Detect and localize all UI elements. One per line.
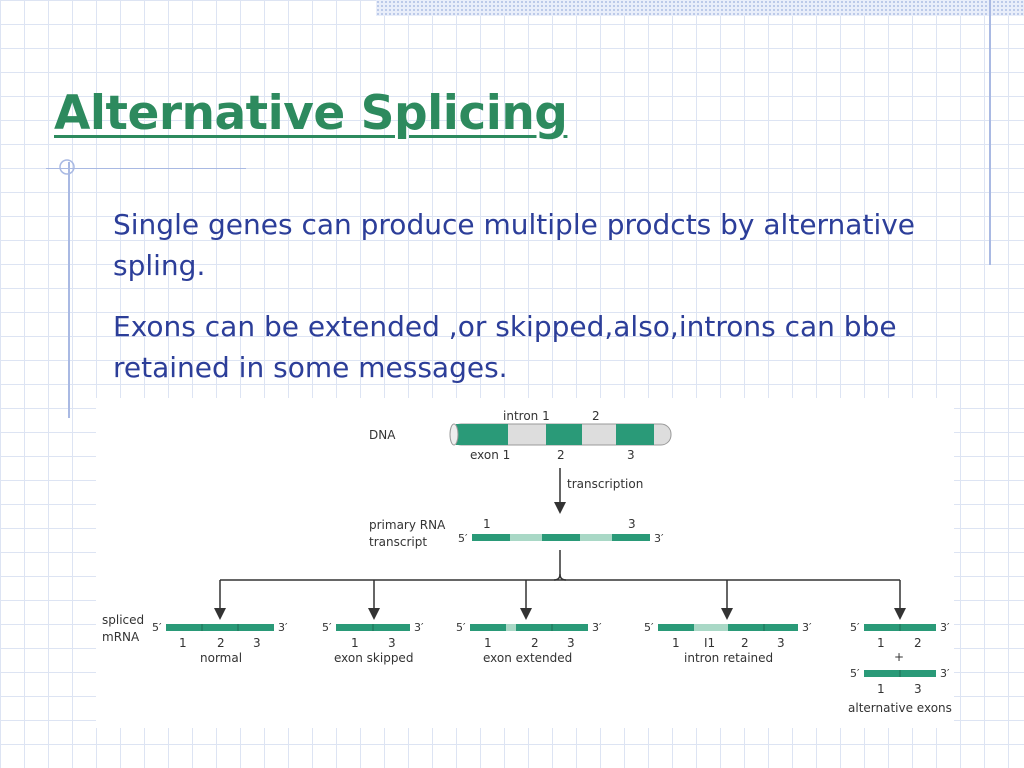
crosshair-ornament — [59, 159, 75, 175]
exon-number: 1 — [877, 682, 885, 696]
variant-exon-skipped: 5′ 3′ 1 3 exon skipped — [322, 621, 424, 665]
dna-label: DNA — [369, 428, 396, 442]
three-prime-label: 3′ — [940, 667, 950, 680]
splicing-diagram-svg: DNA intron 1 2 exon 1 2 3 transcription … — [102, 409, 952, 715]
title-guide-line — [46, 168, 246, 169]
five-prime-label: 5′ — [456, 621, 466, 634]
exon-number: 2 — [217, 636, 225, 650]
three-prime-label: 3′ — [592, 621, 602, 634]
variant-caption: normal — [200, 651, 242, 665]
bullet-list: Single genes can produce multiple prodct… — [113, 204, 993, 408]
three-prime-label: 3′ — [802, 621, 812, 634]
five-prime-label: 5′ — [644, 621, 654, 634]
three-prime-label: 3′ — [278, 621, 288, 634]
branch-connector — [220, 550, 900, 581]
exon-number: 1 — [877, 636, 885, 650]
primary-exon-1: 1 — [483, 517, 491, 531]
exon-label-2: 2 — [557, 448, 565, 462]
spliced-label-2: mRNA — [102, 630, 140, 644]
variant-intron-retained: 5′ 3′ 1 I1 2 3 intron retained — [644, 621, 812, 665]
branch-arrows — [214, 580, 906, 620]
exon-number: 1 — [484, 636, 492, 650]
left-guide-line — [68, 162, 70, 418]
variant-caption: exon extended — [483, 651, 572, 665]
three-prime-label: 3′ — [414, 621, 424, 634]
primary-label-2: transcript — [369, 535, 427, 549]
exon-number: 3 — [914, 682, 922, 696]
right-guide-line — [989, 0, 991, 265]
primary-transcript-bar — [472, 534, 650, 541]
splicing-diagram: DNA intron 1 2 exon 1 2 3 transcription … — [96, 398, 954, 728]
five-prime-label: 5′ — [322, 621, 332, 634]
variant-caption: alternative exons — [848, 701, 952, 715]
variant-exon-extended: 5′ 3′ 1 2 3 exon extended — [456, 621, 602, 665]
exon-number: 2 — [531, 636, 539, 650]
exon-label-3: 3 — [627, 448, 635, 462]
exon-number: I1 — [704, 636, 715, 650]
bullet-item: Exons can be extended ,or skipped,also,i… — [113, 310, 897, 384]
five-prime-label: 5′ — [850, 621, 860, 634]
exon-number: 2 — [914, 636, 922, 650]
dna-cylinder — [449, 423, 672, 446]
exon-number: 3 — [567, 636, 575, 650]
exon-number: 1 — [179, 636, 187, 650]
three-prime-label: 3′ — [940, 621, 950, 634]
variant-normal: 5′ 3′ 1 2 3 normal — [152, 621, 288, 665]
exon-number: 3 — [777, 636, 785, 650]
five-prime-label: 5′ — [152, 621, 162, 634]
primary-label: primary RNA — [369, 518, 446, 532]
five-prime-label: 5′ — [850, 667, 860, 680]
variant-alternative-exons: 5′ 3′ 1 2 + 5′ 3′ 1 3 alternative exons — [848, 621, 952, 715]
transcription-label: transcription — [567, 477, 643, 491]
primary-3prime: 3′ — [654, 532, 664, 545]
spliced-label: spliced — [102, 613, 144, 627]
primary-5prime: 5′ — [458, 532, 468, 545]
bullet-item: Single genes can produce multiple prodct… — [113, 208, 916, 282]
intron-label-2: 2 — [592, 409, 600, 423]
slide-title: Alternative Splicing — [54, 86, 568, 141]
header-band-decoration — [376, 0, 1024, 16]
exon-number: 1 — [672, 636, 680, 650]
plus-sign: + — [894, 650, 904, 664]
exon-number: 2 — [741, 636, 749, 650]
primary-exon-3: 3 — [628, 517, 636, 531]
exon-number: 3 — [388, 636, 396, 650]
intron-label-1: intron 1 — [503, 409, 550, 423]
variant-caption: intron retained — [684, 651, 773, 665]
exon-label-1: exon 1 — [470, 448, 510, 462]
exon-number: 3 — [253, 636, 261, 650]
exon-number: 1 — [351, 636, 359, 650]
variant-caption: exon skipped — [334, 651, 413, 665]
